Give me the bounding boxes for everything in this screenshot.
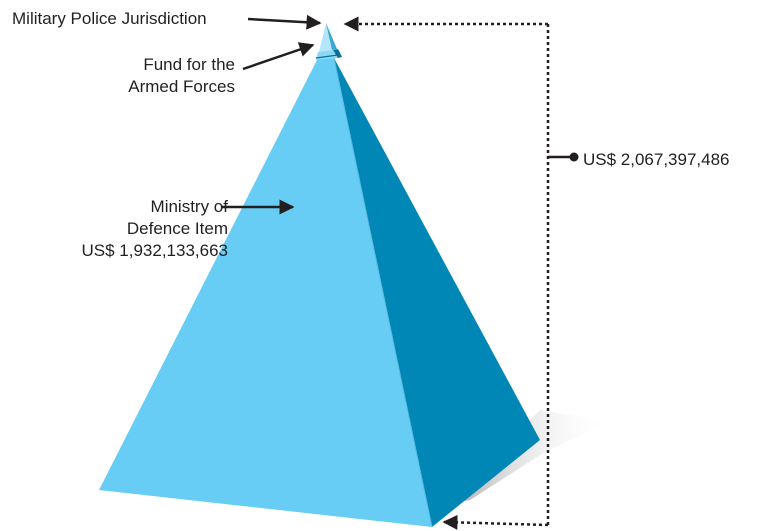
fund-label-line2: Armed Forces xyxy=(128,77,235,96)
ministry-label-line2: Defence Item xyxy=(126,219,228,238)
ministry-label-line1: Ministry of xyxy=(150,197,228,216)
total-amount-label: US$ 2,067,397,486 xyxy=(583,150,730,169)
fund-label: Fund for the Armed Forces xyxy=(128,54,235,98)
ministry-amount: US$ 1,932,133,663 xyxy=(81,241,228,260)
pyramid-side-face xyxy=(334,58,540,527)
fund-arrow xyxy=(242,42,315,71)
pyramid-tip-military-police xyxy=(319,23,332,52)
military-police-arrow xyxy=(247,14,322,30)
fund-label-line1: Fund for the xyxy=(143,55,235,74)
ministry-label: Ministry of Defence Item US$ 1,932,133,6… xyxy=(81,196,228,262)
pyramid-front-face xyxy=(99,58,432,527)
total-bracket xyxy=(343,16,579,530)
military-police-label: Military Police Jurisdiction xyxy=(12,9,207,28)
